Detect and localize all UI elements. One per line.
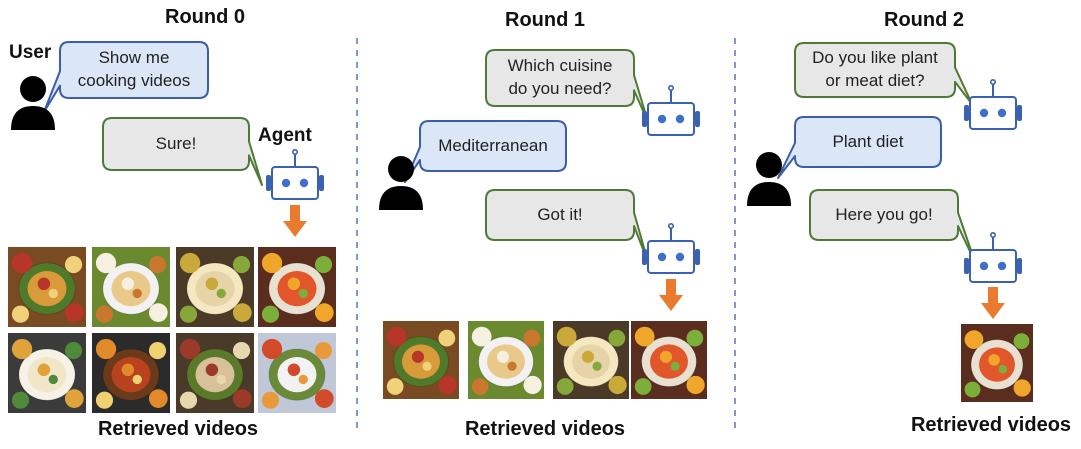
- round-0-caption: Retrieved videos: [97, 418, 259, 440]
- round-0-agent-bubble: [102, 117, 263, 186]
- round-0-video-thumbnail-7: [176, 333, 254, 413]
- round-2-caption: Retrieved videos: [910, 414, 1072, 436]
- user-avatar-round-0: [11, 76, 55, 130]
- round-2-user-bubble: [777, 116, 942, 179]
- round-1-video-thumbnail-2: [468, 321, 544, 399]
- round-1-agent-question-bubble: [485, 49, 649, 123]
- retrieve-arrow-round-2: [981, 287, 1005, 319]
- round-0-video-thumbnail-6: [92, 333, 170, 413]
- round-1-video-thumbnail-1: [383, 321, 459, 399]
- round-1-video-thumbnail-3: [553, 321, 629, 399]
- agent-label: Agent: [258, 125, 312, 146]
- round-0-video-thumbnail-3: [176, 247, 254, 327]
- agent-robot-round-1: [642, 223, 700, 274]
- round-2-agent-question-bubble: [794, 42, 973, 105]
- round-0-user-bubble: [43, 41, 209, 113]
- user-avatar-round-1: [379, 156, 423, 210]
- retrieve-arrow-round-1: [659, 279, 683, 311]
- round-2-video-thumbnail-1: [961, 324, 1033, 402]
- round-0-video-thumbnail-1: [8, 247, 86, 327]
- round-1-caption: Retrieved videos: [464, 418, 626, 440]
- round-0-video-thumbnail-4: [258, 247, 336, 327]
- round-0-title: Round 0: [165, 6, 245, 28]
- round-1-agent-bubble: [485, 189, 649, 263]
- user-label: User: [9, 42, 52, 63]
- retrieve-arrow-round-0: [283, 205, 307, 237]
- round-1-video-thumbnail-4: [631, 321, 707, 399]
- round-0-video-thumbnail-5: [8, 333, 86, 413]
- round-1-user-bubble: [404, 120, 567, 183]
- round-1-title: Round 1: [505, 9, 585, 31]
- round-0-video-thumbnail-8: [258, 333, 336, 413]
- agent-robot-round-2-question: [964, 79, 1022, 130]
- agent-robot-round-2: [964, 232, 1022, 283]
- agent-robot-round-0: [266, 149, 324, 200]
- agent-robot-round-1-question: [642, 85, 700, 136]
- user-avatar-round-2: [747, 152, 791, 206]
- round-2-agent-bubble: [809, 189, 976, 263]
- round-2-title: Round 2: [884, 9, 964, 31]
- round-0-video-thumbnail-2: [92, 247, 170, 327]
